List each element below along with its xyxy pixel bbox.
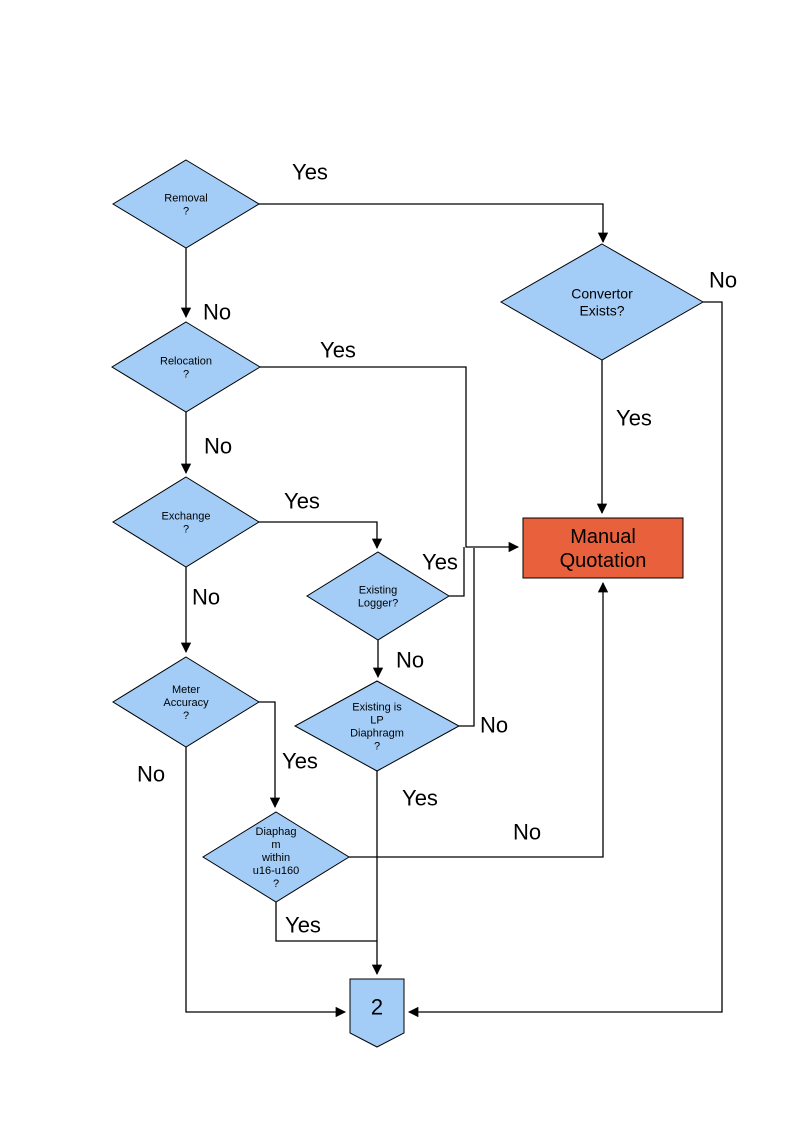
edge-exchange-yes xyxy=(258,521,383,550)
node-connector-2-label: 2 xyxy=(371,995,383,1020)
exchange-yes-label: Yes xyxy=(284,489,320,514)
existing-logger-diamond xyxy=(306,551,450,641)
removal-no-label: No xyxy=(203,300,231,325)
existing-lp-diaphragm-diamond xyxy=(293,680,461,772)
convertor-exists-diamond xyxy=(499,243,705,361)
node-relocation-label: Relocation? xyxy=(160,355,212,380)
edge-relocation-yes xyxy=(260,366,520,553)
meter-accuracy-no-label: No xyxy=(137,762,165,787)
connector-2-pentagon xyxy=(349,978,405,1048)
edge-removal-yes xyxy=(258,203,609,244)
existing-lp-yes-label: Yes xyxy=(402,786,438,811)
meter-accuracy-yes-label: Yes xyxy=(282,749,318,774)
existing-lp-no-label: No xyxy=(480,713,508,738)
diaphragm-yes-label: Yes xyxy=(285,913,321,938)
node-exchange: Exchange? xyxy=(112,476,260,568)
removal-diamond xyxy=(112,159,260,249)
edge-convertor-no xyxy=(407,301,723,1018)
existing-logger-yes-label: Yes xyxy=(422,550,458,575)
removal-yes-label: Yes xyxy=(292,160,328,185)
edge-existing-logger-yes xyxy=(449,547,465,597)
edge-diaphragm-no xyxy=(349,581,609,858)
node-removal-label: Removal? xyxy=(164,192,207,217)
node-removal: Removal? xyxy=(112,159,260,249)
node-relocation: Relocation? xyxy=(111,321,261,413)
node-exchange-label: Exchange? xyxy=(162,510,211,535)
manual-quotation-box xyxy=(522,517,684,579)
existing-logger-no-label: No xyxy=(396,648,424,673)
edge-diaphragm-yes xyxy=(275,902,377,942)
edge-meter-accuracy-yes xyxy=(258,701,281,809)
convertor-yes-label: Yes xyxy=(616,406,652,431)
edge-existing-lp-no xyxy=(459,548,475,727)
diaphragm-range-diamond xyxy=(202,811,350,903)
exchange-no-label: No xyxy=(192,585,220,610)
relocation-diamond xyxy=(111,321,261,413)
convertor-no-label: No xyxy=(709,268,737,293)
relocation-no-label: No xyxy=(204,434,232,459)
node-connector-2: 2 xyxy=(349,978,405,1048)
relocation-yes-label: Yes xyxy=(320,338,356,363)
edge-meter-accuracy-no xyxy=(185,747,347,1018)
meter-accuracy-diamond xyxy=(112,656,260,748)
exchange-diamond xyxy=(112,476,260,568)
diaphragm-no-label: No xyxy=(513,820,541,845)
